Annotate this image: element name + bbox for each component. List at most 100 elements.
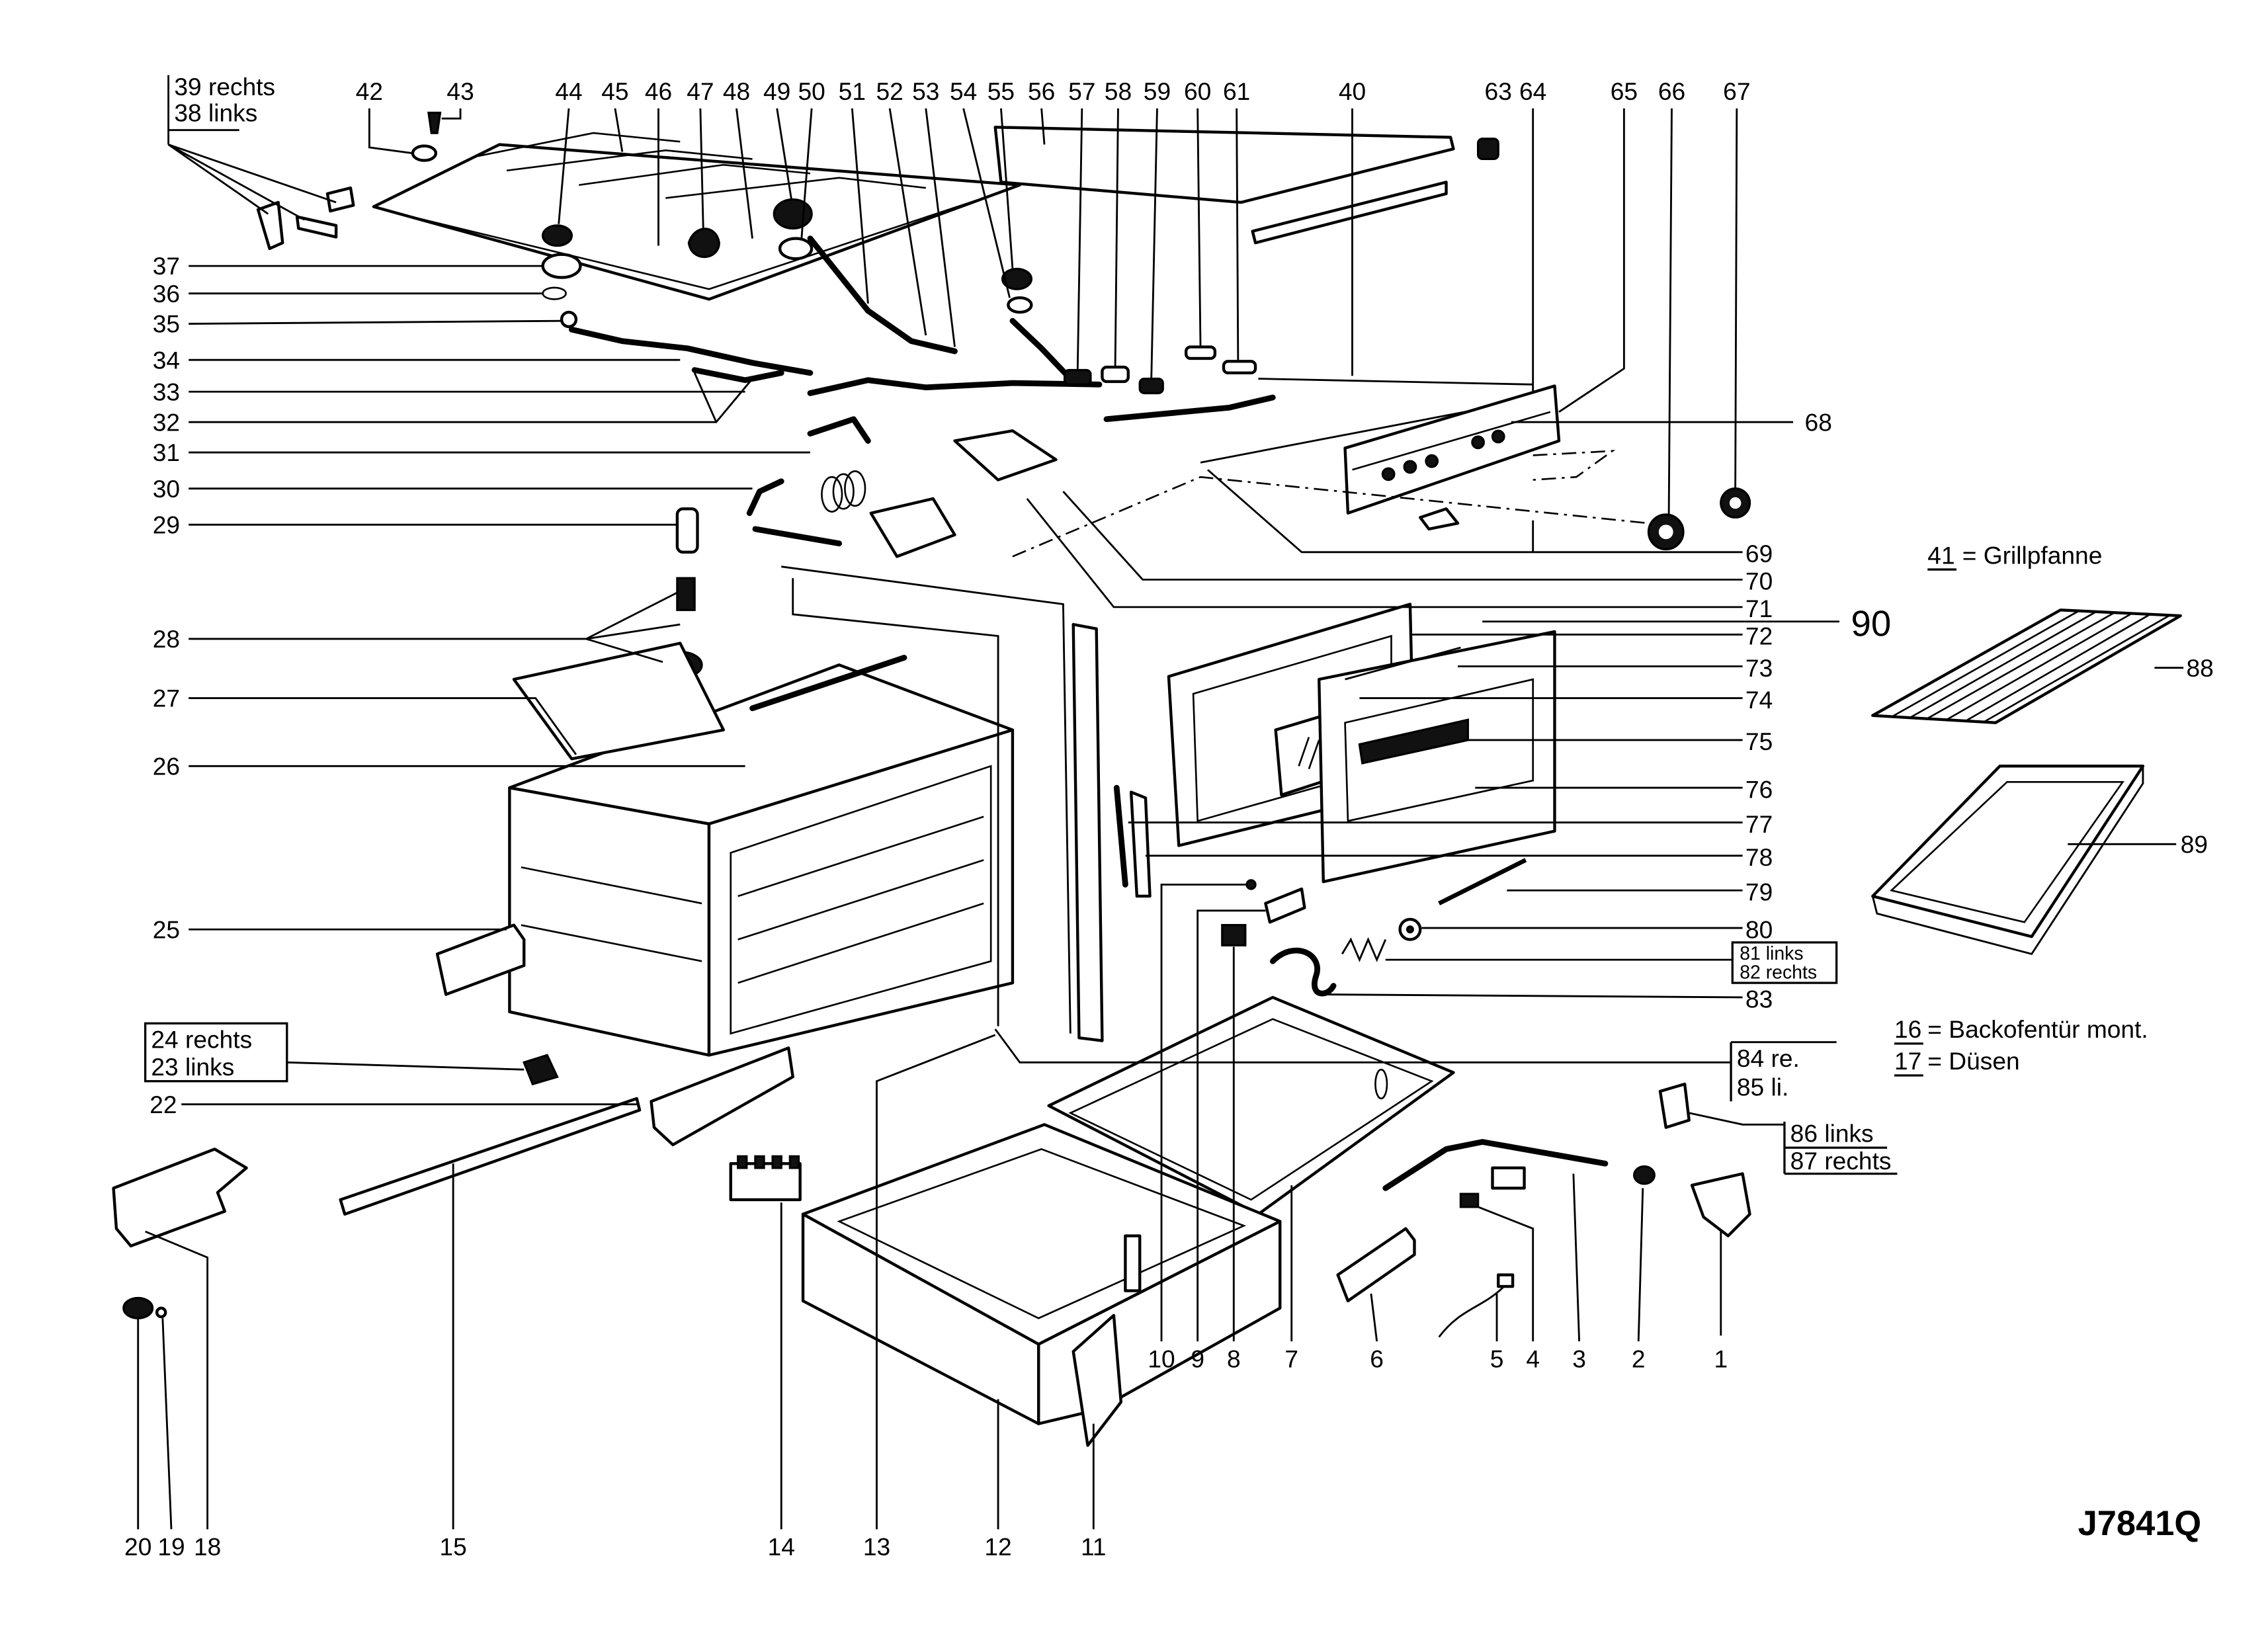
leader-line-2	[1637, 1188, 1644, 1342]
lid-panel	[993, 126, 1455, 204]
spring-81-82	[1341, 937, 1387, 962]
nozzle-35	[560, 310, 578, 329]
callout-80: 80	[1745, 915, 1773, 943]
drawer-top-inner	[1068, 1018, 1434, 1201]
leader-line-43	[441, 108, 462, 120]
gas-pipe-51	[807, 235, 958, 355]
leader-line-39-38	[167, 144, 269, 215]
right-callouts: 68 69 70 71 90 72 73 74 75 76 77 78 79 8…	[1730, 408, 2214, 1175]
leader-line-59	[1150, 108, 1158, 379]
valve-1	[1690, 1172, 1751, 1237]
callout-59: 59	[1144, 77, 1171, 105]
callout-83: 83	[1745, 985, 1773, 1013]
callout-90: 90	[1851, 604, 1891, 644]
washer-80-hole	[1406, 925, 1414, 934]
callout-46: 46	[645, 77, 672, 105]
drawer-post	[1124, 1234, 1142, 1292]
heat-shield-27	[512, 642, 726, 761]
burner-47	[687, 228, 720, 259]
diagram-code: J7841Q	[2078, 1505, 2202, 1543]
leader-line-4	[1478, 1206, 1534, 1342]
callout-42: 42	[356, 77, 383, 105]
callout-5: 5	[1490, 1345, 1504, 1372]
valve-57	[1063, 368, 1092, 386]
callout-28: 28	[153, 625, 180, 653]
rail-15	[339, 1097, 642, 1216]
leader-line-28	[585, 638, 663, 663]
bracket-39-38	[256, 200, 284, 251]
grill-bar	[1946, 612, 2134, 721]
burner-cap-44	[542, 224, 573, 247]
callout-2: 2	[1632, 1345, 1646, 1372]
callout-48: 48	[723, 77, 750, 105]
callout-54: 54	[950, 77, 977, 105]
variant-label-81: 81 links	[1740, 943, 1803, 964]
callout-68: 68	[1805, 408, 1832, 436]
sensor-5	[1497, 1273, 1515, 1288]
variant-label-23: 23 links	[151, 1053, 234, 1081]
variant-label-82: 82 rechts	[1740, 962, 1817, 983]
tray-89-inner	[1890, 781, 2124, 923]
bracket-6	[1336, 1227, 1416, 1303]
callout-6: 6	[1370, 1345, 1384, 1372]
variant-label-24: 24 rechts	[151, 1025, 252, 1053]
oven-front-frame	[707, 728, 1015, 1057]
callout-31: 31	[153, 439, 180, 466]
washer-42	[411, 144, 438, 162]
pin-19	[155, 1306, 167, 1319]
hinge-78	[1129, 790, 1152, 898]
rail-22	[650, 1046, 794, 1147]
glass-reflection	[1308, 739, 1320, 770]
callout-60: 60	[1184, 77, 1211, 105]
leader-line-70	[1062, 491, 1743, 581]
callout-66: 66	[1658, 77, 1685, 105]
callout-11: 11	[1081, 1533, 1107, 1561]
callout-75: 75	[1745, 728, 1773, 755]
lid-strip	[1251, 181, 1448, 245]
callout-70: 70	[1745, 567, 1773, 595]
legend-text-16: = Backofentür mont.	[1927, 1015, 2148, 1043]
burner-cap-49	[773, 198, 813, 230]
leader-line-56	[1040, 108, 1046, 145]
thermostat-coil	[821, 476, 843, 513]
cooktop-frame	[388, 190, 1006, 290]
thermocouple-28	[676, 577, 696, 611]
terminal-pin	[737, 1155, 748, 1169]
variant-label-87: 87 rechts	[1790, 1147, 1892, 1175]
leader-line-84-85	[994, 1028, 1732, 1064]
callout-55: 55	[987, 77, 1015, 105]
rod-79	[1438, 858, 1527, 905]
callout-71: 71	[1745, 595, 1773, 622]
callout-78: 78	[1745, 843, 1773, 871]
grill-bar	[1908, 610, 2097, 720]
top-callouts: 39 rechts 38 links 42 43 44 45 46 47 48 …	[174, 73, 1750, 126]
variant-label-38: 38 links	[174, 99, 257, 127]
drawer-side-11	[1071, 1314, 1123, 1447]
callout-29: 29	[153, 511, 180, 538]
grill-bar	[1982, 614, 2169, 724]
leader-line-50	[800, 108, 813, 239]
block-8	[1221, 924, 1247, 946]
nut-2	[1633, 1165, 1656, 1185]
variant-box-81-82	[1731, 941, 1838, 984]
burner-tube-26	[749, 655, 907, 712]
callout-58: 58	[1105, 77, 1132, 105]
legend-text-41: = Grillpfanne	[1962, 541, 2103, 569]
leader-line-32	[693, 372, 718, 423]
leader-line-19	[161, 1318, 173, 1530]
callout-13: 13	[863, 1533, 890, 1561]
variant-label-86: 86 links	[1790, 1120, 1874, 1148]
callout-52: 52	[876, 77, 903, 105]
clip-23-24	[523, 1054, 559, 1086]
callout-72: 72	[1745, 622, 1773, 650]
valve-59	[1138, 377, 1164, 395]
callout-77: 77	[1745, 810, 1773, 838]
valve-61	[1222, 360, 1257, 375]
knob-20	[122, 1296, 154, 1319]
grill-bar	[1891, 610, 2079, 718]
oven-rail	[737, 859, 984, 940]
leader-line-10	[1160, 884, 1247, 1342]
leader-line-44	[558, 108, 570, 224]
hook-83	[1269, 947, 1337, 997]
valve-58	[1101, 365, 1130, 384]
